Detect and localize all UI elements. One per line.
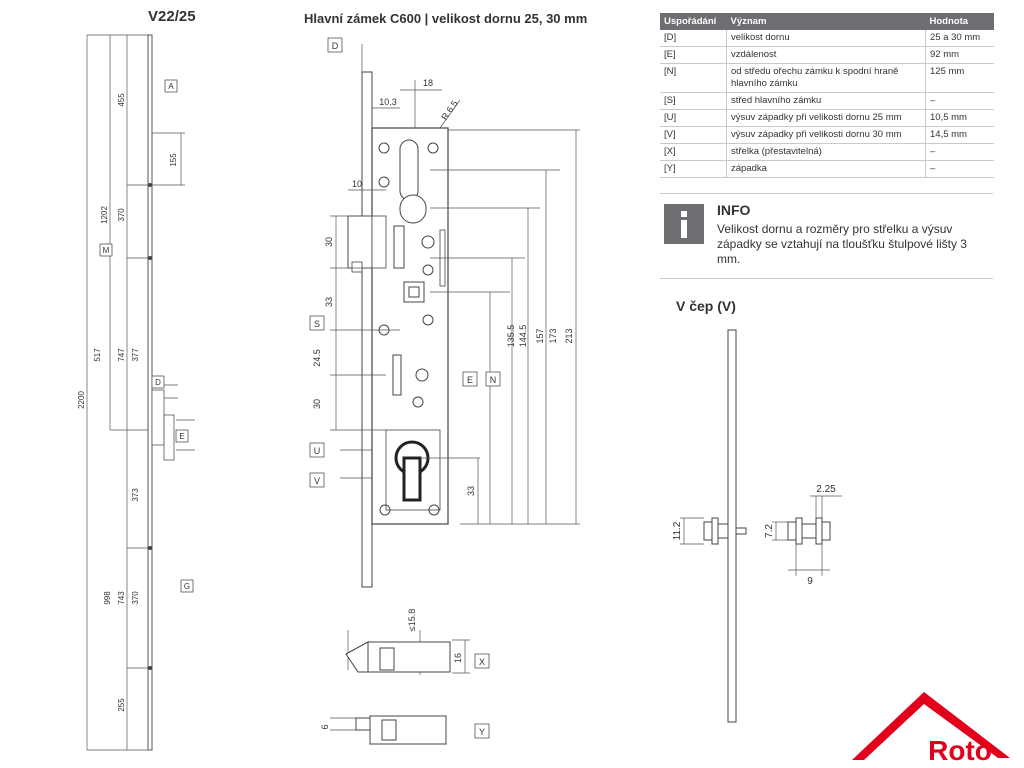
dim-373: 373 — [131, 488, 140, 502]
pin-drawing: 2.25 11.2 7.2 9 — [672, 329, 842, 723]
table-header-row: Uspořádání Význam Hodnota — [660, 13, 994, 30]
dim-370-top: 370 — [117, 208, 126, 222]
dim-743: 743 — [117, 591, 126, 605]
table-row: [S]střed hlavního zámku– — [660, 92, 994, 110]
dim-213: 213 — [564, 328, 574, 343]
main-label-D: D — [332, 41, 339, 51]
pin-title: V čep (V) — [676, 298, 736, 314]
dim-2200: 2200 — [77, 391, 86, 409]
dim-255: 255 — [117, 698, 126, 712]
dim-10-3: 10.3 — [379, 97, 397, 107]
cell: západka — [726, 160, 926, 178]
dim-18: 18 — [423, 78, 433, 88]
cell: [U] — [660, 109, 727, 127]
cell: [D] — [660, 30, 727, 47]
dim-33-top: 33 — [324, 297, 334, 307]
header-arrangement: Uspořádání — [660, 13, 727, 30]
dim-9: 9 — [807, 576, 813, 587]
dim-2-25: 2.25 — [816, 484, 836, 495]
table-row: [N]od středu ořechu zámku k spodní hraně… — [660, 63, 994, 93]
cell: – — [925, 92, 994, 110]
main-lock-drawing: D S U V E N X Y 18 10.3 R 6.5 10 30 33 2… — [309, 37, 580, 745]
label-G: G — [184, 582, 190, 591]
dim-16: 16 — [453, 653, 463, 663]
info-title: INFO — [717, 202, 751, 218]
table-row: [X]střelka (přestavitelná)– — [660, 143, 994, 161]
dim-998: 998 — [103, 591, 112, 605]
main-label-S: S — [314, 319, 320, 329]
cell: střelka (přestavitelná) — [726, 143, 926, 161]
dim-377: 377 — [131, 348, 140, 362]
cell: 125 mm — [925, 63, 994, 93]
main-label-N: N — [490, 375, 497, 385]
dim-33-bottom: 33 — [466, 486, 476, 496]
dim-30-bottom: 30 — [312, 399, 322, 409]
cell: [X] — [660, 143, 727, 161]
cell: střed hlavního zámku — [726, 92, 926, 110]
cell: [N] — [660, 63, 727, 93]
cell: výsuv západky při velikosti dornu 30 mm — [726, 126, 926, 144]
table-row: [Y]západka– — [660, 160, 994, 178]
label-E: E — [179, 432, 184, 441]
info-text: Velikost dornu a rozměry pro střelku a v… — [717, 222, 967, 266]
multipoint-lock-drawing: A M D E G 455 155 1202 370 517 747 377 2… — [77, 34, 195, 751]
main-lock-title: Hlavní zámek C600 | velikost dornu 25, 3… — [304, 11, 588, 26]
dim-517: 517 — [93, 348, 102, 362]
dim-135-5: 135.5 — [506, 325, 516, 348]
info-icon — [664, 204, 704, 244]
cell: 14,5 mm — [925, 126, 994, 144]
cell: 25 a 30 mm — [925, 30, 994, 47]
cell: [E] — [660, 46, 727, 64]
bolt-detail — [355, 715, 447, 745]
dim-455: 455 — [117, 93, 126, 107]
cell: – — [925, 160, 994, 178]
dim-370-bottom: 370 — [131, 591, 140, 605]
cell: [S] — [660, 92, 727, 110]
cell: [V] — [660, 126, 727, 144]
cell: výsuv západky při velikosti dornu 25 mm — [726, 109, 926, 127]
spec-table: Uspořádání Význam Hodnota [D]velikost do… — [660, 13, 994, 178]
dim-173: 173 — [548, 328, 558, 343]
cell: [Y] — [660, 160, 727, 178]
header-meaning: Význam — [726, 13, 926, 30]
dim-144-5: 144.5 — [518, 325, 528, 348]
dim-24-5: 24.5 — [312, 349, 322, 367]
dim-1202: 1202 — [100, 206, 109, 224]
cell: vzdálenost — [726, 46, 926, 64]
dim-15-8: ≤15.8 — [407, 609, 417, 631]
dim-30-top: 30 — [324, 237, 334, 247]
main-label-E: E — [467, 375, 473, 385]
label-D: D — [155, 378, 161, 387]
cell: 10,5 mm — [925, 109, 994, 127]
left-drawing-title: V22/25 — [148, 8, 196, 25]
cell: 92 mm — [925, 46, 994, 64]
main-label-X: X — [479, 657, 485, 667]
dim-7-2: 7.2 — [764, 524, 775, 538]
label-M: M — [103, 246, 110, 255]
dim-6: 6 — [320, 724, 330, 729]
main-label-V: V — [314, 476, 320, 486]
table-row: [V]výsuv západky při velikosti dornu 30 … — [660, 126, 994, 144]
info-box: INFO Velikost dornu a rozměry pro střelk… — [660, 193, 993, 279]
dim-11-2: 11.2 — [672, 521, 683, 540]
dim-155: 155 — [169, 153, 178, 167]
roto-logo: Roto — [852, 692, 1010, 766]
latch-detail — [345, 641, 451, 673]
header-value: Hodnota — [925, 13, 994, 30]
cell: – — [925, 143, 994, 161]
cell: od středu ořechu zámku k spodní hraně hl… — [726, 63, 926, 93]
dim-r6-5: R 6.5 — [439, 99, 460, 122]
dim-10: 10 — [352, 179, 362, 189]
dim-157: 157 — [535, 328, 545, 343]
label-A: A — [168, 82, 174, 91]
roto-logo-text: Roto — [928, 735, 992, 766]
dim-747: 747 — [117, 348, 126, 362]
table-row: [U]výsuv západky při velikosti dornu 25 … — [660, 109, 994, 127]
main-label-Y: Y — [479, 727, 485, 737]
cell: velikost dornu — [726, 30, 926, 47]
main-label-U: U — [314, 446, 321, 456]
